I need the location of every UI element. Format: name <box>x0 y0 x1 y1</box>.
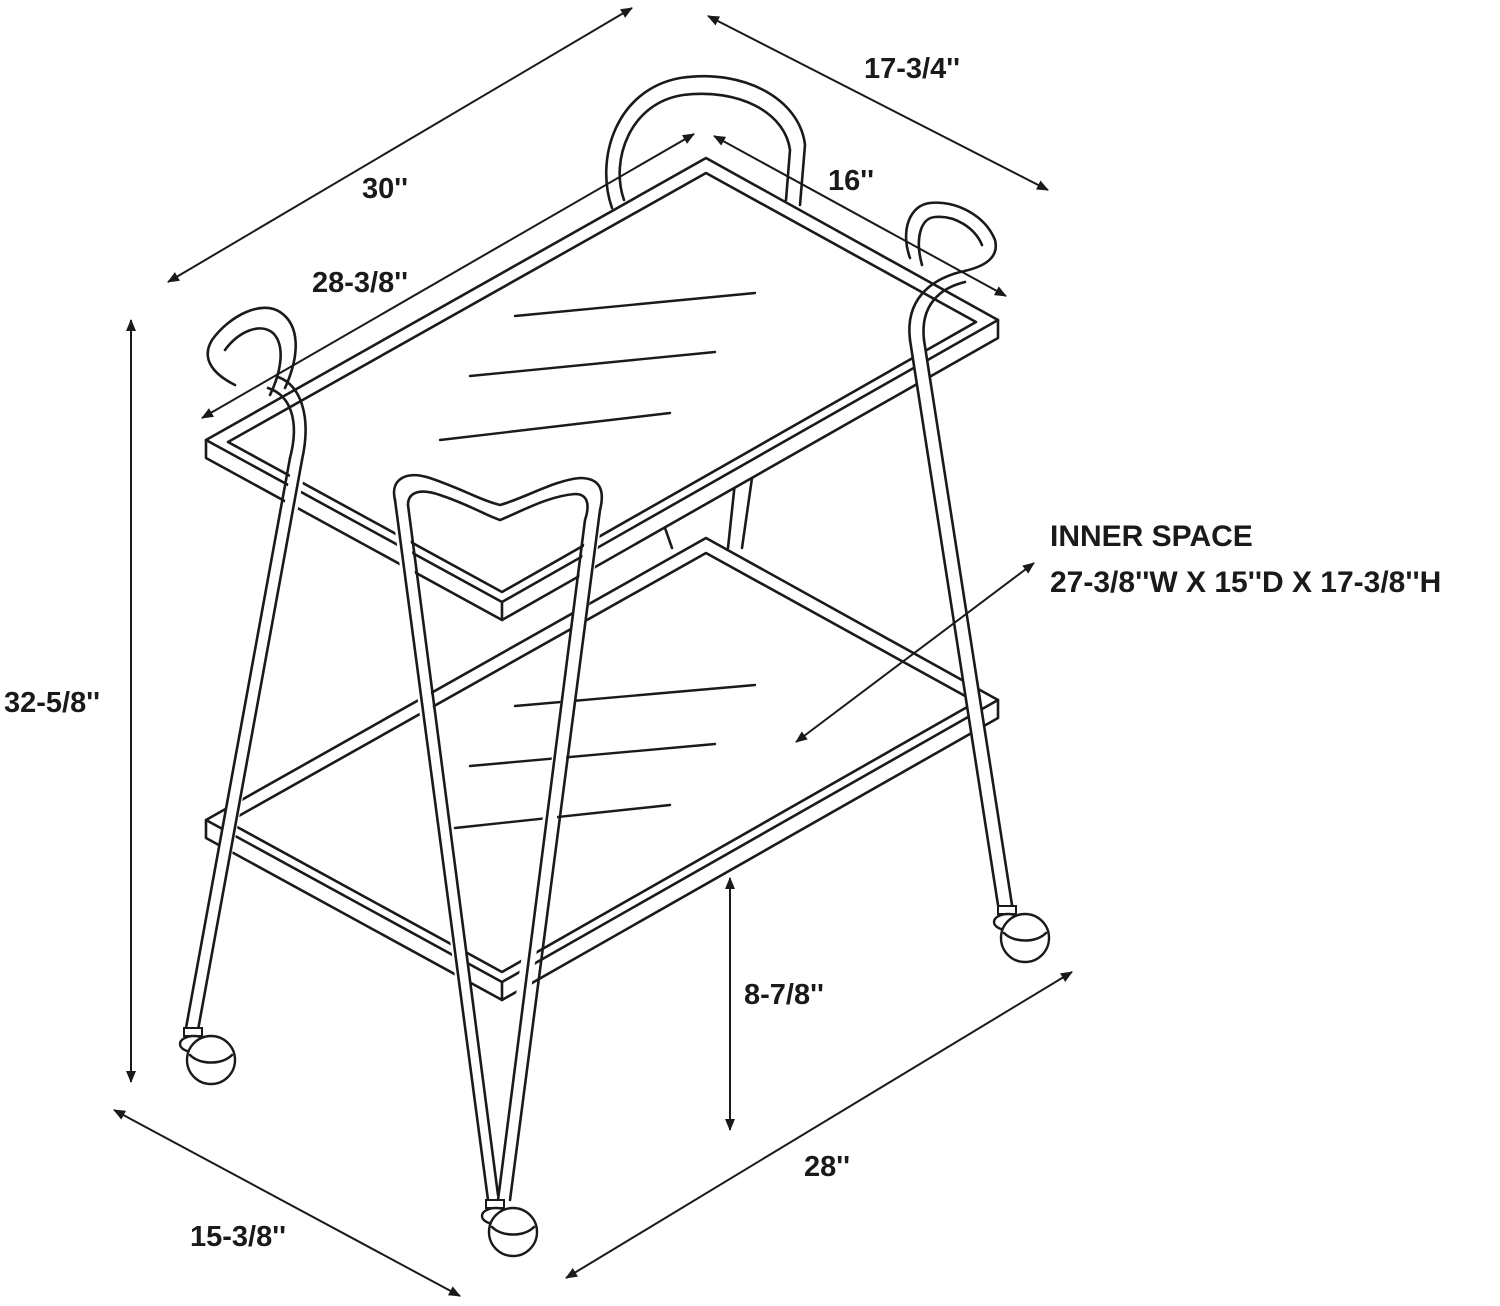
label-base-length: 28'' <box>804 1151 850 1183</box>
dim-line-base-length <box>565 971 1073 1279</box>
label-base-depth: 15-3/8'' <box>190 1221 286 1253</box>
label-tray-length: 28-3/8'' <box>312 267 408 299</box>
caster-right <box>992 905 1051 964</box>
dim-line-inner-space <box>795 562 1035 743</box>
caster-left <box>178 1027 237 1086</box>
back-right-leg <box>904 201 998 274</box>
label-tray-depth: 16'' <box>828 165 874 197</box>
label-shelf-clearance: 8-7/8'' <box>744 979 824 1011</box>
dim-line-base-depth <box>113 1109 461 1297</box>
label-overall-depth: 17-3/4'' <box>864 53 960 85</box>
dim-line-tray-depth <box>713 135 1007 297</box>
caster-front <box>480 1199 539 1258</box>
label-overall-length: 30'' <box>362 173 408 205</box>
label-height: 32-5/8'' <box>4 687 100 719</box>
inner-space-size: 27-3/8''W X 15''D X 17-3/8''H <box>1050 566 1441 599</box>
bottom-tray <box>204 536 1000 1002</box>
back-left-leg <box>206 306 297 397</box>
dim-line-overall-depth <box>707 15 1049 191</box>
dim-line-tray-length <box>201 133 695 419</box>
right-leg <box>908 270 1014 912</box>
inner-space-title: INNER SPACE <box>1050 520 1253 553</box>
